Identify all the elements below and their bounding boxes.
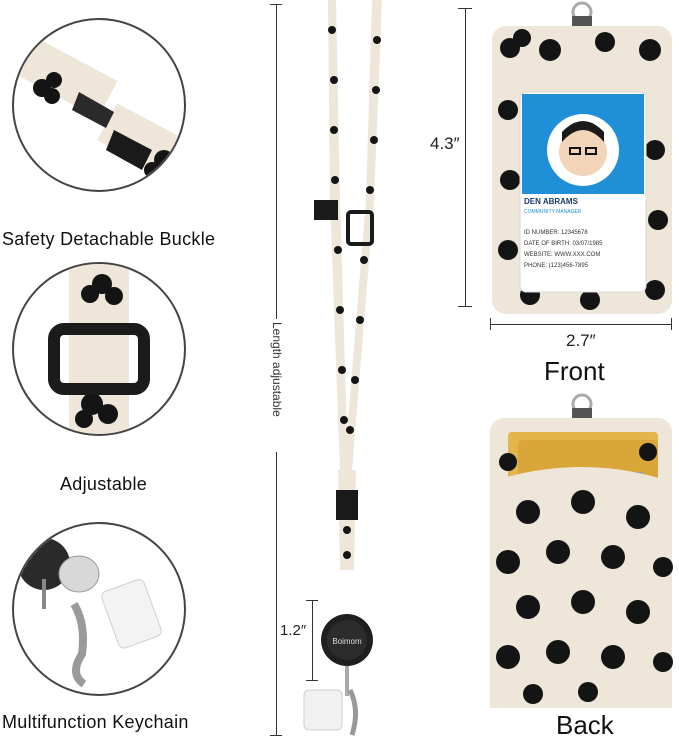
id-card-text: DEN ABRAMS COMMUNITY MANAGER ID NUMBER: …	[524, 196, 642, 272]
width-dim-line	[490, 324, 672, 325]
reel-dimension: 1.2″	[280, 622, 307, 639]
length-line-top	[276, 4, 277, 319]
height-dim-line	[465, 8, 466, 306]
adjustable-caption: Adjustable	[60, 474, 148, 494]
id-card-name: DEN ABRAMS	[524, 197, 578, 206]
reel-dim-top-tick	[306, 600, 318, 601]
back-card-holder	[490, 393, 673, 708]
height-dimension: 4.3″	[430, 134, 460, 153]
front-card-holder	[492, 1, 672, 314]
length-bottom-tick	[270, 735, 282, 736]
lanyard-image: Boimom	[303, 0, 382, 736]
keychain-detail-circle	[12, 522, 186, 696]
id-card-phone: PHONE: (123)456-7895	[524, 263, 589, 269]
adjuster-detail-circle	[12, 262, 186, 436]
front-label: Front	[544, 356, 605, 386]
reel-dim-line	[312, 600, 313, 680]
buckle-detail-circle	[12, 18, 186, 192]
reel-dim-bottom-tick	[306, 680, 318, 681]
length-line-bottom	[276, 452, 277, 735]
id-card-id-number: ID NUMBER: 12345678	[524, 230, 588, 236]
back-label: Back	[556, 710, 614, 740]
width-right-tick	[671, 318, 672, 330]
adjuster-detail-image	[48, 264, 150, 434]
id-card-website: WEBSITE: WWW.XXX.COM	[524, 252, 601, 258]
keychain-detail-image	[18, 538, 162, 688]
id-card-role: COMMUNITY MANAGER	[524, 209, 582, 215]
id-card-dob: DATE OF BIRTH: 03/07/1985	[524, 241, 603, 247]
reel-brand: Boimom	[332, 637, 362, 646]
buckle-detail-image	[14, 29, 184, 190]
buckle-caption: Safety Detachable Buckle	[2, 229, 216, 249]
width-dimension: 2.7″	[566, 331, 596, 350]
height-bottom-tick	[458, 306, 472, 307]
length-label: Length adjustable	[270, 322, 284, 417]
keychain-caption: Multifunction Keychain	[2, 712, 189, 732]
